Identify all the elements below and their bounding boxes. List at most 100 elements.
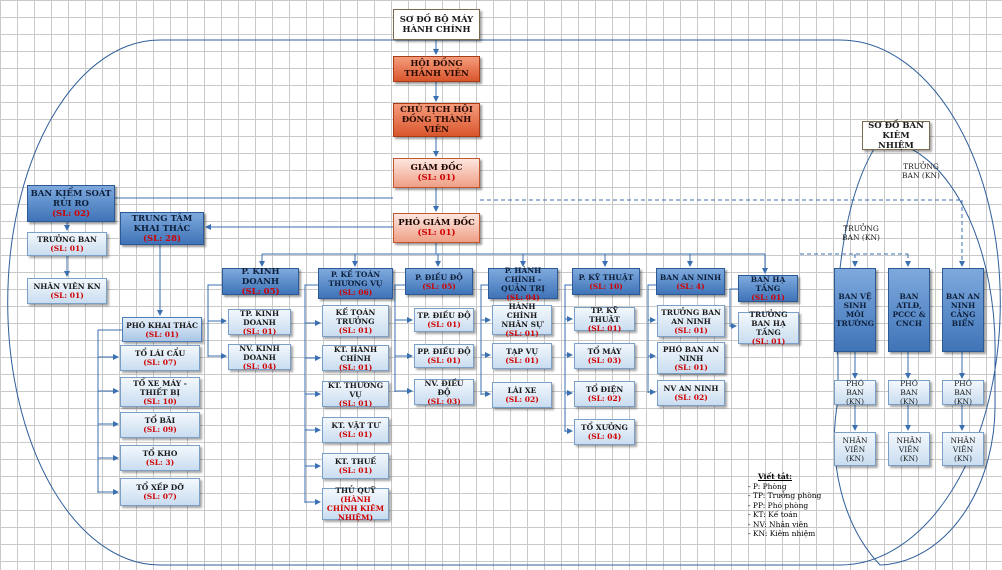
- kn-deputy-1: PHÓ BAN (KN): [888, 379, 930, 406]
- item-sl: (SL: 01): [427, 356, 461, 365]
- item-label: HÀNH CHÍNH NHÂN SỰ: [501, 302, 543, 329]
- item-label: TỔ XƯỞNG: [581, 423, 628, 432]
- dept-label: P. KINH DOANH: [241, 266, 280, 287]
- dept-label: P. KỸ THUẬT: [578, 272, 634, 282]
- council-box: HỘI ĐỒNG THÀNH VIÊN: [393, 56, 480, 82]
- legend-item: - TP: Trưởng phòng: [748, 491, 822, 500]
- kt-item-3: KT. VẬT TƯ (SL: 01): [322, 417, 389, 443]
- kn-head-label-1: TRƯỞNG BAN (KN): [902, 162, 940, 180]
- item-sl: (SL: 01): [338, 362, 373, 372]
- item-sl: (SL: 01): [674, 325, 708, 335]
- item-label: TRƯỞNG BAN HẠ TẦNG: [749, 310, 788, 337]
- dept-ha-tang: BAN HẠ TẦNG (SL: 01): [738, 275, 798, 302]
- dept-sl: (SL: 05): [422, 281, 456, 291]
- dept-ke-toan: P. KẾ TOÁN THƯƠNG VỤ (SL: 06): [318, 268, 393, 299]
- item-sl: (SL: 01): [587, 323, 622, 333]
- diagram-title: SƠ ĐỒ BỘ MÁY HÀNH CHÍNH: [393, 9, 480, 40]
- kth-item-2: TỔ ĐIỆN (SL: 02): [574, 381, 635, 407]
- risk-head-label: TRƯỞNG BAN: [37, 235, 97, 244]
- item-label: KT. HÀNH CHÍNH: [333, 344, 378, 363]
- kt-item-4: KT. THUẾ (SL: 01): [322, 453, 389, 479]
- kn-title: SƠ ĐỒ BAN KIÊM NHIỆM: [862, 121, 930, 151]
- risk-staff-label: NHÂN VIÊN KN: [33, 282, 101, 291]
- dept-sl: (SL: 4): [676, 281, 705, 291]
- kn-unit-1: BAN ATLĐ, PCCC & CNCH: [888, 268, 930, 352]
- legend-item: - KT: Kế toán: [748, 510, 798, 519]
- dept-sl: (SL: 01): [751, 293, 785, 302]
- item-label: KT. VẬT TƯ: [331, 421, 380, 430]
- dept-sl: (SL: 10): [589, 281, 623, 291]
- chairman-box: CHỦ TỊCH HỘI ĐỒNG THÀNH VIÊN: [393, 103, 480, 137]
- dept-hanh-chinh: P. HÀNH CHÍNH - QUẢN TRỊ (SL: 04): [488, 265, 558, 302]
- item-label: PHÓ BAN AN NINH: [662, 344, 720, 363]
- legend-item: - KN: Kiêm nhiệm: [748, 529, 816, 538]
- item-sl: (SL: 03): [587, 356, 622, 365]
- item-label: LÁI XE: [507, 386, 537, 395]
- item-sl: (SL: 01): [751, 337, 786, 346]
- hc-item-1: TẠP VỤ (SL: 01): [492, 343, 552, 369]
- kn-boundary-ellipse: [833, 139, 996, 566]
- an-item-0: TRƯỞNG BAN AN NINH (SL: 01): [657, 305, 725, 337]
- kt-item-0: KẾ TOÁN TRƯỞNG (SL: 01): [322, 305, 389, 337]
- center-deputy-label: PHÓ KHAI THÁC: [126, 320, 198, 330]
- item-sl: (SL: 01): [427, 320, 461, 329]
- item-label: KT. THUẾ: [334, 457, 377, 466]
- kn-staff-1: NHÂN VIÊN (KN): [888, 432, 930, 466]
- item-label: NV. ĐIỀU ĐỘ: [424, 378, 464, 397]
- team-sl: (SL: 10): [143, 396, 177, 406]
- kt-item-1: KT. HÀNH CHÍNH (SL: 01): [322, 344, 389, 372]
- dd-item-2: NV. ĐIỀU ĐỘ (SL: 03): [414, 378, 474, 406]
- item-sl: (SL: 04): [587, 432, 622, 441]
- risk-head-sl: (SL: 01): [50, 244, 84, 253]
- dept-sl: (SL: 05): [241, 286, 280, 297]
- team-sl: (SL: 07): [143, 358, 177, 367]
- item-label: TP. ĐIỀU ĐỘ: [417, 311, 471, 320]
- team-label: TỔ XẾP DỠ: [136, 483, 184, 492]
- item-sl: (SL: 02): [674, 393, 708, 402]
- dept-an-ninh: BAN AN NINH (SL: 4): [656, 268, 725, 295]
- team-sl: (SL: 09): [143, 425, 177, 434]
- center-team-1: TỔ XE MÁY - THIẾT BỊ (SL: 10): [120, 377, 200, 407]
- kth-item-3: TỔ XƯỞNG (SL: 04): [574, 419, 635, 445]
- legend-title: Viết tắt:: [758, 472, 792, 481]
- team-label: TỔ LÁI CẨU: [134, 349, 186, 358]
- item-label: TỔ ĐIỆN: [585, 385, 624, 394]
- kth-item-0: TP. KỸ THUẬT (SL: 01): [574, 305, 635, 333]
- an-item-1: PHÓ BAN AN NINH (SL: 01): [657, 342, 725, 374]
- center-team-4: TỔ XẾP DỠ (SL: 07): [120, 478, 200, 506]
- item-label: TỔ MÁY: [587, 347, 622, 356]
- dept-ky-thuat: P. KỸ THUẬT (SL: 10): [572, 268, 640, 295]
- dept-sl: (SL: 04): [506, 292, 540, 302]
- kt-item-2: KT. THƯƠNG VỤ (SL: 01): [322, 381, 389, 408]
- an-item-2: NV AN NINH (SL: 02): [657, 380, 725, 406]
- item-sl: (SL: 01): [242, 326, 277, 336]
- item-sl: (SL: 01): [505, 356, 539, 365]
- legend-item: - PP: Phó phòng: [748, 500, 809, 510]
- item-label: KẾ TOÁN TRƯỞNG: [335, 307, 376, 326]
- director-sl: (SL: 01): [417, 173, 456, 183]
- kn-staff-2: NHÂN VIÊN (KN): [942, 432, 984, 466]
- director-label: GIÁM ĐỐC: [410, 163, 463, 173]
- legend-item: - P: Phòng: [748, 481, 787, 491]
- kn-staff-0: NHÂN VIÊN (KN): [834, 432, 876, 466]
- item-label: TP. KINH DOANH: [239, 308, 280, 327]
- center-sl: (SL: 28): [142, 233, 182, 244]
- kn-head-label-2: TRƯỞNG BAN (KN): [842, 224, 880, 242]
- item-sl: (SL: 03): [427, 396, 461, 406]
- center-deputy-box: PHÓ KHAI THÁC (SL: 01): [122, 317, 202, 342]
- item-label: TP. KỸ THUẬT: [589, 305, 620, 324]
- hc-item-2: LÁI XE (SL: 02): [492, 382, 552, 408]
- dd-item-0: TP. ĐIỀU ĐỘ (SL: 01): [414, 308, 474, 332]
- kt-item-5: THỦ QUỸ (HÀNH CHÍNH KIÊM NHIỆM): [322, 486, 389, 522]
- deputy-director-sl: (SL: 01): [417, 228, 456, 238]
- kn-unit-0: BAN VỆ SINH MÔI TRƯỜNG: [834, 268, 876, 352]
- item-sl: (SL: 01): [674, 362, 708, 372]
- dept-dieu-do: P. ĐIỀU ĐỘ (SL: 05): [405, 268, 473, 295]
- risk-board-box: BAN KIỂM SOÁT RỦI RO (SL: 02): [27, 185, 115, 222]
- dept-label: P. HÀNH CHÍNH - QUẢN TRỊ: [501, 265, 545, 293]
- dept-label: BAN AN NINH: [659, 272, 722, 282]
- item-sl: (SL: 02): [505, 395, 539, 404]
- center-team-3: TỔ KHO (SL: 3): [120, 445, 200, 471]
- hc-item-0: HÀNH CHÍNH NHÂN SỰ (SL: 01): [492, 302, 552, 338]
